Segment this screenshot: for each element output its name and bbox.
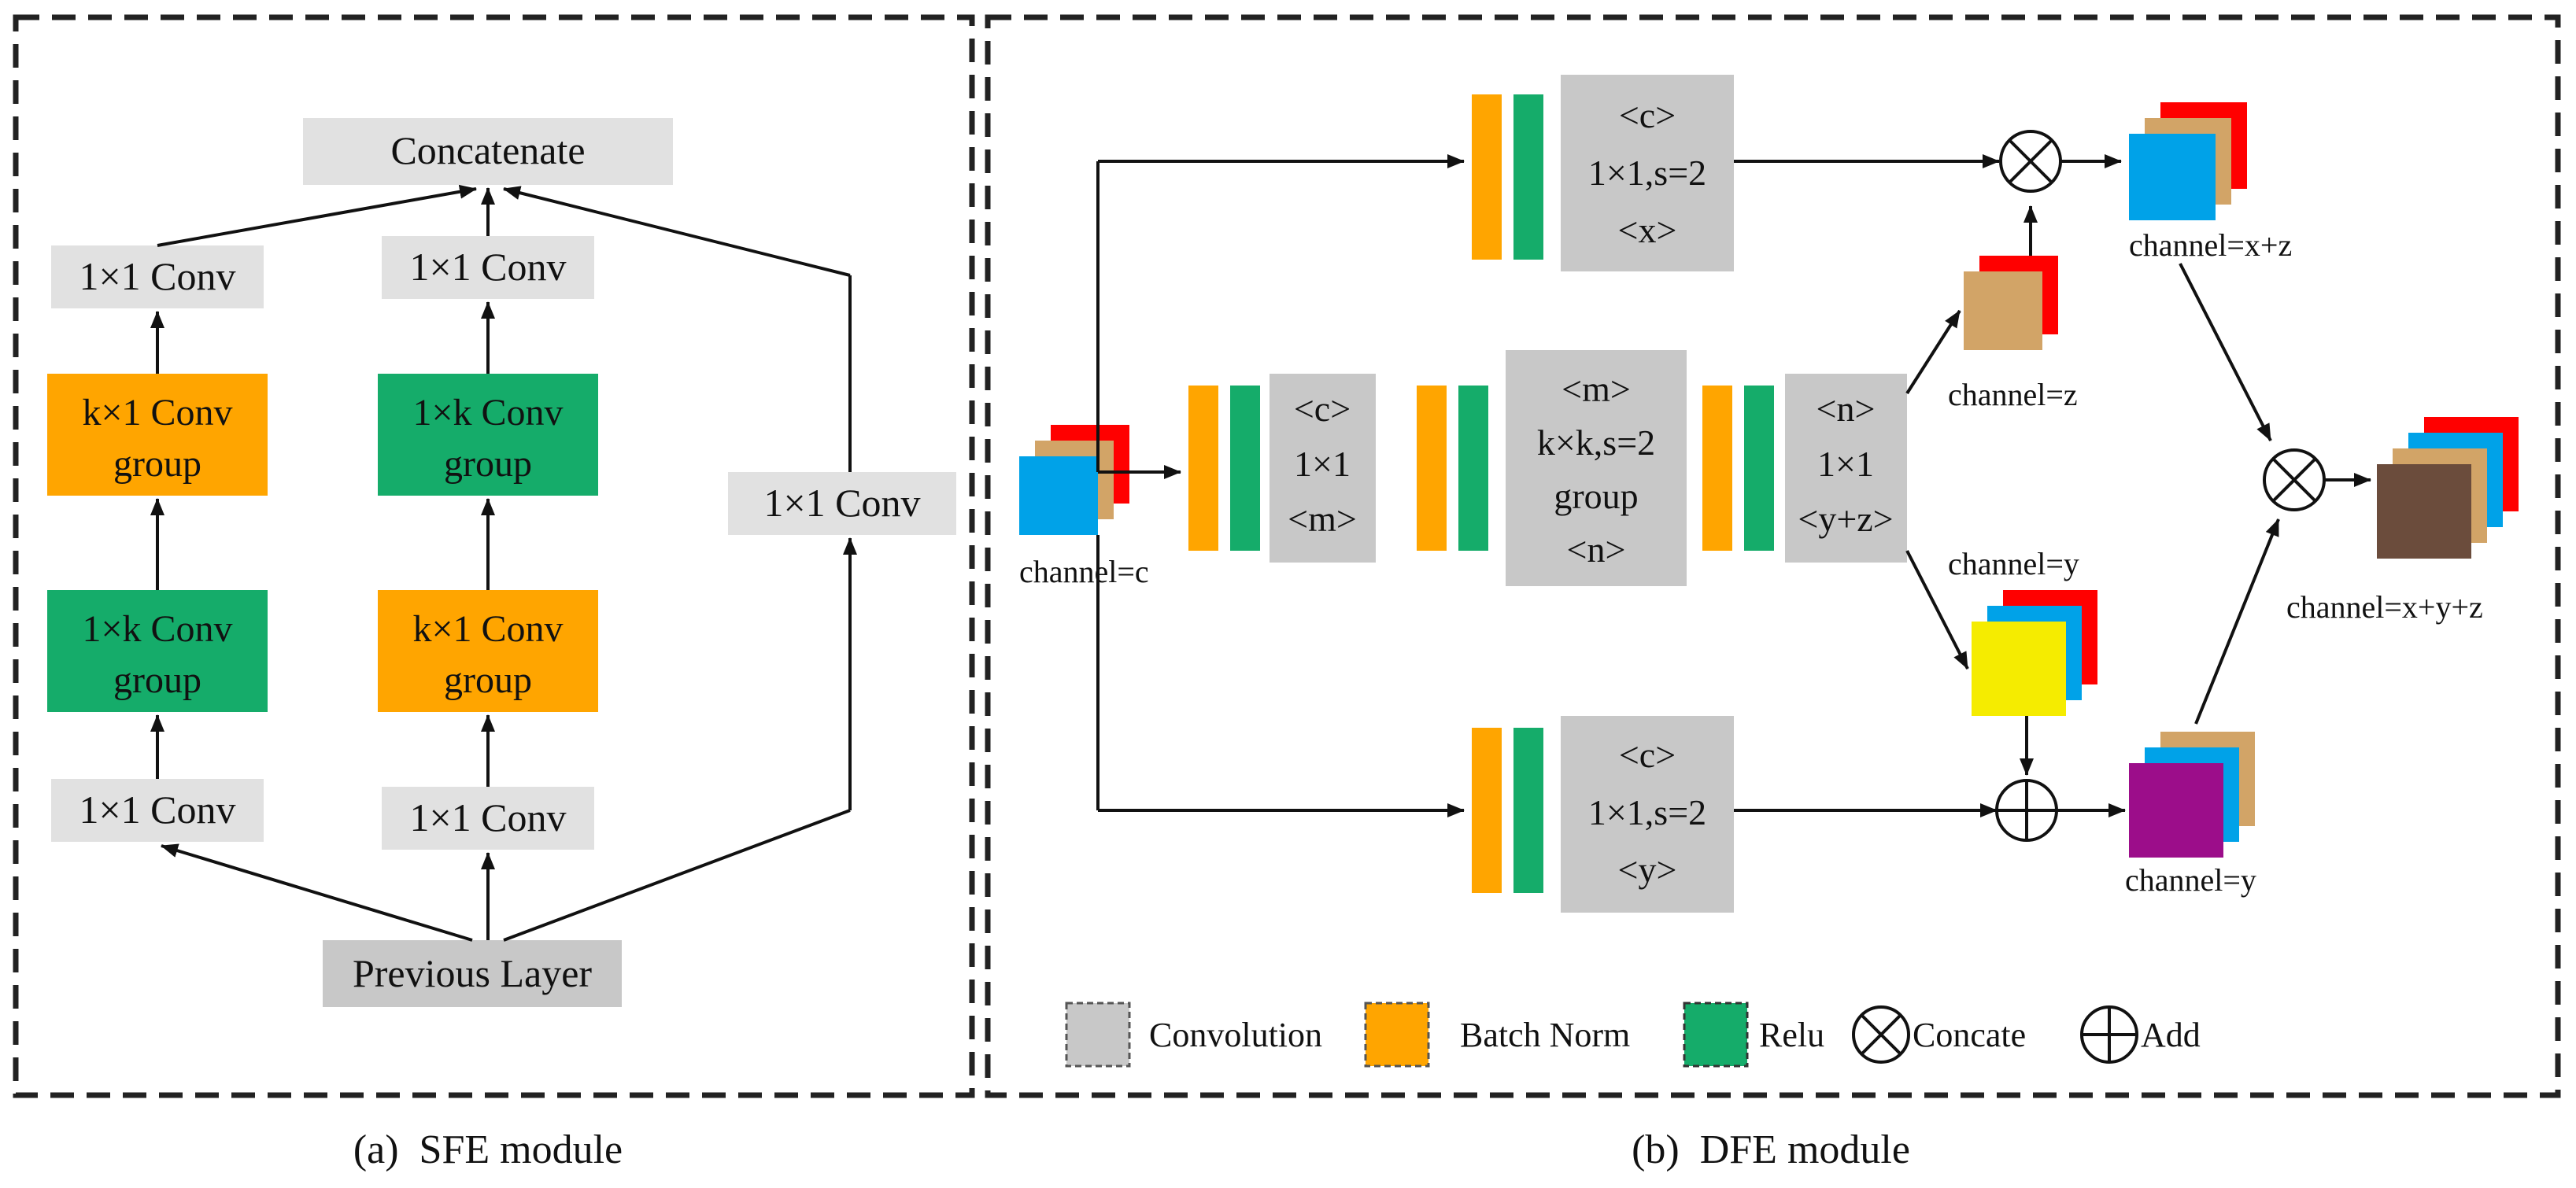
- legend-concat-icon: [1852, 1005, 1910, 1064]
- dfe-input-label: channel=c: [1019, 554, 1149, 589]
- sfe-mid-1xk-box[interactable]: [378, 374, 598, 496]
- legend-concat-label: Concate: [1913, 1016, 2026, 1054]
- legend-conv-swatch: [1065, 1002, 1131, 1068]
- dfe-frame: [985, 14, 2561, 1098]
- dfe-bot-conv-l2: 1×1,s=2: [1588, 792, 1706, 832]
- sfe-mid-kx1-label2: group: [444, 659, 532, 701]
- sfe-mid-1xk-label2: group: [444, 443, 532, 485]
- dfe-arrow-split-y: [1905, 550, 1969, 670]
- legend-bn-swatch: [1364, 1002, 1430, 1068]
- dfe-final-stack: [2377, 417, 2519, 559]
- sfe-left-1xk-label1: 1×k Conv: [82, 608, 232, 650]
- legend-bn-label: Batch Norm: [1460, 1016, 1630, 1054]
- dfe-mid1-conv: [1270, 374, 1376, 563]
- sfe-left-kx1-box[interactable]: [47, 374, 268, 496]
- sfe-left-kx1-label2: group: [113, 443, 201, 485]
- dfe-top-conv: [1561, 75, 1734, 271]
- dfe-mid3-conv-l1: <n>: [1817, 389, 1876, 429]
- dfe-mid2-bn: [1417, 386, 1447, 551]
- sfe-left-top-conv-label: 1×1 Conv: [79, 254, 235, 298]
- sfe-previous-layer-box: [323, 940, 622, 1007]
- dfe-mid2-conv-l3: group: [1554, 476, 1638, 516]
- legend-relu-label: Relu: [1759, 1016, 1824, 1054]
- dfe-arrow-split-z: [1905, 309, 1961, 395]
- sfe-caption: (a) SFE module: [353, 1127, 623, 1172]
- dfe-top-conv-l1: <c>: [1619, 95, 1676, 135]
- sfe-right-conv-label: 1×1 Conv: [763, 481, 920, 525]
- dfe-caption: (b) DFE module: [1632, 1127, 1910, 1172]
- legend-add-label: Add: [2141, 1016, 2201, 1054]
- sfe-mid-top-conv-box: [382, 236, 594, 299]
- dfe-mid2-relu: [1458, 386, 1488, 551]
- legend-relu-swatch: [1683, 1002, 1749, 1068]
- sfe-mid-bottom-conv-label: 1×1 Conv: [409, 795, 566, 839]
- sfe-mid-1xk-label1: 1×k Conv: [412, 392, 563, 434]
- sfe-concat-box: [303, 118, 673, 185]
- legend: Convolution Batch Norm Relu Concate Add: [1065, 1002, 2201, 1068]
- sfe-frame: [13, 14, 975, 1098]
- dfe-mid3-relu: [1744, 386, 1774, 551]
- sfe-right-conv-box: [728, 472, 956, 535]
- sfe-concat-label: Concatenate: [390, 128, 585, 172]
- dfe-label-xz: channel=x+z: [2129, 227, 2292, 263]
- sfe-mid-kx1-label1: k×1 Conv: [412, 608, 563, 650]
- dfe-concat-final-icon: [2263, 448, 2326, 511]
- sfe-mid-kx1-box[interactable]: [378, 590, 598, 712]
- dfe-xz-stack: [2129, 102, 2247, 220]
- sfe-arrows: [150, 184, 857, 942]
- dfe-concat-top-icon: [1999, 130, 2062, 193]
- dfe-label-y-out: channel=y: [2125, 862, 2256, 898]
- legend-conv-label: Convolution: [1149, 1016, 1322, 1054]
- dfe-mid1-bn: [1188, 386, 1218, 551]
- dfe-z-stack: [1964, 256, 2058, 350]
- dfe-mid3-bn: [1702, 386, 1732, 551]
- dfe-add-icon: [1995, 779, 2058, 842]
- dfe-bot-conv: [1561, 716, 1734, 913]
- legend-add-icon: [2080, 1005, 2138, 1064]
- dfe-y-stack: [1972, 590, 2097, 716]
- sfe-left-top-conv-box: [51, 245, 264, 308]
- dfe-top-conv-l2: 1×1,s=2: [1588, 153, 1706, 193]
- dfe-bot-conv-l1: <c>: [1619, 735, 1676, 775]
- dfe-mid3-conv-l2: 1×1: [1817, 444, 1874, 484]
- sfe-mid-top-conv-label: 1×1 Conv: [409, 245, 566, 289]
- dfe-bot-relu: [1513, 728, 1543, 893]
- dfe-mid3-conv: [1785, 374, 1907, 563]
- dfe-mid3-conv-l3: <y+z>: [1798, 499, 1893, 539]
- dfe-top-bn: [1472, 94, 1502, 260]
- dfe-mid2-conv-l1: <m>: [1561, 369, 1631, 409]
- dfe-arrow-y-to-final: [2194, 518, 2280, 725]
- dfe-mid1-relu: [1230, 386, 1260, 551]
- dfe-mid1-conv-l3: <m>: [1288, 499, 1357, 539]
- sfe-left-1xk-box[interactable]: [47, 590, 268, 712]
- dfe-bot-bn: [1472, 728, 1502, 893]
- sfe-left-bottom-conv-box: [51, 779, 264, 842]
- dfe-top-relu: [1513, 94, 1543, 260]
- dfe-top-conv-l3: <x>: [1618, 210, 1677, 250]
- sfe-left-bottom-conv-label: 1×1 Conv: [79, 788, 235, 832]
- dfe-arrow-xz-to-final: [2179, 263, 2272, 441]
- dfe-yout-stack: [2129, 732, 2255, 858]
- sfe-mid-bottom-conv-box: [382, 787, 594, 850]
- sfe-previous-layer-label: Previous Layer: [353, 951, 592, 995]
- dfe-mid2-conv: [1506, 350, 1687, 586]
- dfe-bot-conv-l3: <y>: [1618, 850, 1677, 890]
- dfe-mid2-conv-l4: <n>: [1567, 529, 1626, 570]
- sfe-left-kx1-label1: k×1 Conv: [82, 392, 232, 434]
- sfe-left-1xk-label2: group: [113, 659, 201, 701]
- dfe-mid1-conv-l1: <c>: [1294, 389, 1351, 429]
- dfe-label-y-in: channel=y: [1948, 546, 2079, 581]
- dfe-mid2-conv-l2: k×k,s=2: [1537, 422, 1655, 463]
- dfe-mid1-conv-l2: 1×1: [1294, 444, 1351, 484]
- sfe-module: Concatenate 1×1 Conv k×1 Conv group 1×k …: [47, 118, 956, 1007]
- dfe-module: channel=c <c> 1×1,s=2 <x> <c> 1×1 <m> <m…: [1019, 75, 2519, 1068]
- dfe-label-z: channel=z: [1948, 377, 2078, 412]
- dfe-input-stack: [1019, 425, 1129, 535]
- dfe-label-final: channel=x+y+z: [2286, 589, 2483, 625]
